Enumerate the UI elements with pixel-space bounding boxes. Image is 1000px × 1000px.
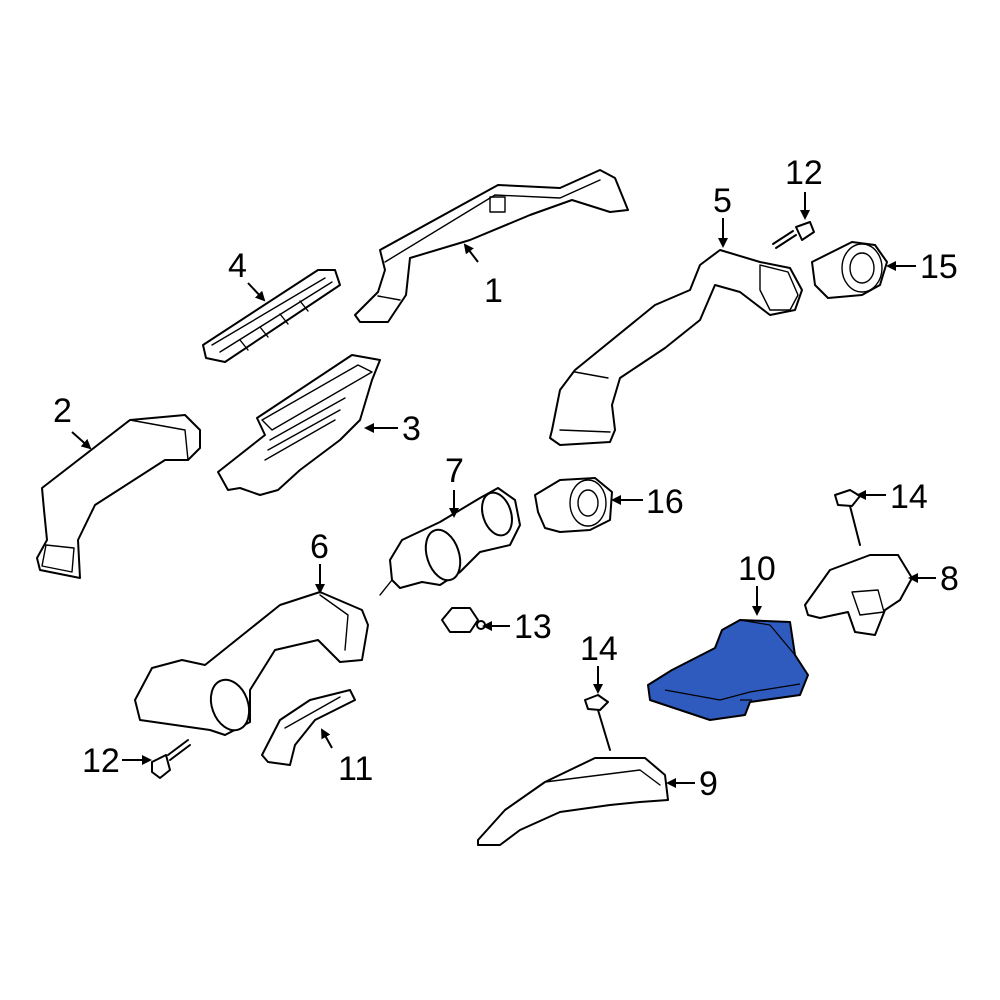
callout-11: 11	[338, 750, 373, 788]
part-11-bracket	[261, 689, 356, 766]
part-14-clip-top	[834, 489, 861, 546]
part-1-duct	[354, 169, 629, 323]
part-5-duct	[549, 249, 803, 446]
part-4-vent-grille	[202, 269, 341, 363]
highlighted-part	[647, 619, 809, 721]
callout-8: 8	[940, 560, 959, 598]
callout-14-top: 14	[890, 478, 928, 516]
callout-6: 6	[310, 528, 329, 566]
part-9-duct	[477, 757, 669, 846]
part-7-twin-vent	[379, 487, 521, 596]
part-2-duct	[36, 414, 201, 579]
callout-7: 7	[445, 452, 464, 490]
callout-10: 10	[738, 550, 776, 588]
callout-14-bottom: 14	[580, 630, 618, 668]
part-13-knob	[441, 607, 486, 633]
callout-9: 9	[699, 765, 718, 803]
part-8-duct	[804, 554, 913, 636]
part-12-fastener-bottom	[151, 739, 191, 779]
part-3-vent-housing	[217, 354, 381, 496]
callout-3: 3	[402, 410, 421, 448]
callout-12-top: 12	[785, 154, 823, 192]
part-12-fastener-top	[772, 221, 815, 249]
callout-1: 1	[484, 272, 503, 310]
part-16-round-vent	[534, 477, 613, 533]
callout-13: 13	[514, 608, 552, 646]
part-15-round-vent	[811, 241, 888, 299]
part-14-clip-bottom	[584, 694, 611, 751]
callout-16: 16	[646, 483, 684, 521]
leader-lines	[71, 192, 936, 788]
callout-4: 4	[228, 247, 247, 285]
callout-labels: 1 2 3 4 5 12 15 7 16 14 8 10 6 13 14 9 1…	[53, 154, 959, 803]
part-6-duct	[134, 591, 369, 736]
callout-2: 2	[53, 392, 72, 430]
callout-12-bottom: 12	[82, 742, 120, 780]
callout-5: 5	[713, 182, 732, 220]
part-10-duct-highlighted	[647, 619, 809, 721]
callout-15: 15	[920, 248, 958, 286]
